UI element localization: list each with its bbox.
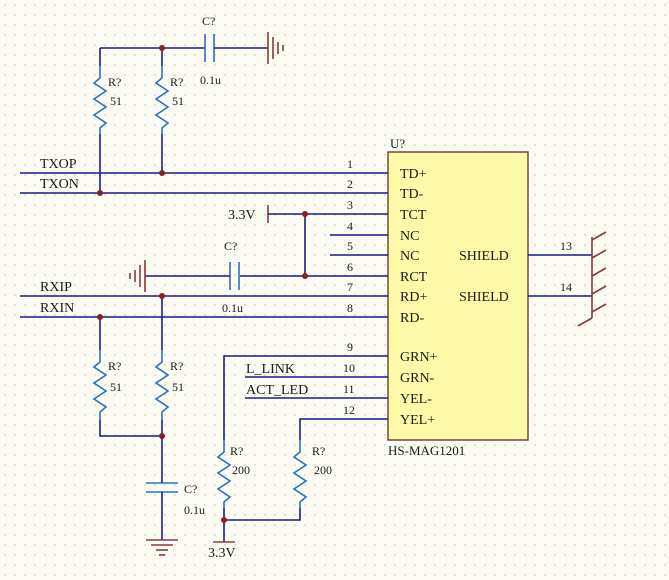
net-label-txon: TXON <box>40 177 79 192</box>
r-top-right-value: 51 <box>172 94 184 108</box>
chip-left-pins <box>330 172 388 420</box>
pin-10-number: 10 <box>343 361 355 375</box>
pin-4-number: 4 <box>347 219 353 233</box>
pin-5-number: 5 <box>347 239 353 253</box>
r-bot-right-ref: R? <box>170 359 183 373</box>
pin-4-name: NC <box>400 229 419 244</box>
resistor-bottom-left[interactable] <box>92 350 108 420</box>
pin-6-number: 6 <box>347 260 353 274</box>
pin-5-name: NC <box>400 249 419 264</box>
pin-7-number: 7 <box>347 280 353 294</box>
r-top-left-ref: R? <box>108 75 121 89</box>
pin-11-number: 11 <box>343 382 355 396</box>
resistor-bottom-right[interactable] <box>154 350 170 420</box>
pin-13-number: 13 <box>560 239 572 253</box>
pin-12-name: YEL+ <box>400 413 435 428</box>
transformer-chip-body[interactable] <box>387 151 529 441</box>
pin-3-number: 3 <box>347 198 353 212</box>
resistor-top-left[interactable] <box>92 66 108 134</box>
ground-icon-top <box>267 32 284 64</box>
chip-part-number: HS-MAG1201 <box>388 443 465 458</box>
pin-2-name: TD- <box>400 187 424 202</box>
r-led-left-ref: R? <box>230 444 243 458</box>
chassis-ground-icon <box>577 231 607 327</box>
c-mid-ref: C? <box>224 239 237 253</box>
pin-8-number: 8 <box>347 301 353 315</box>
pin-7-name: RD+ <box>400 290 427 305</box>
pin-10-name: GRN- <box>400 371 435 386</box>
net-label-rxin: RXIN <box>40 301 74 316</box>
pin-9-name: GRN+ <box>400 350 438 365</box>
r-top-right-ref: R? <box>170 75 183 89</box>
ground-icon-bottom <box>146 539 178 556</box>
ground-icon-mid <box>129 260 146 292</box>
pin-6-name: RCT <box>400 270 428 285</box>
supply-label-tct: 3.3V <box>228 208 256 223</box>
pin-2-number: 2 <box>347 177 353 191</box>
pin-13-name: SHIELD <box>459 249 509 264</box>
pin-14-name: SHIELD <box>459 290 509 305</box>
net-label-act-led: ACT_LED <box>246 383 308 398</box>
c-bottom-value: 0.1u <box>184 503 205 517</box>
c-top-value: 0.1u <box>200 73 221 87</box>
pin-1-number: 1 <box>347 157 353 171</box>
pin-3-name: TCT <box>400 208 427 223</box>
pin-12-number: 12 <box>343 403 355 417</box>
pin-11-name: YEL- <box>400 392 432 407</box>
r-bot-left-ref: R? <box>108 359 121 373</box>
net-label-txop: TXOP <box>40 157 77 172</box>
junction-dots <box>97 45 308 523</box>
resistor-top-right[interactable] <box>154 66 170 134</box>
c-top-ref: C? <box>202 14 215 28</box>
r-led-right-value: 200 <box>314 463 332 477</box>
pin-14-number: 14 <box>560 280 572 294</box>
chip-designator: U? <box>390 136 405 151</box>
c-bottom-ref: C? <box>184 482 197 496</box>
c-mid-value: 0.1u <box>222 301 243 315</box>
supply-label-bottom: 3.3V <box>208 546 236 561</box>
r-led-right-ref: R? <box>312 444 325 458</box>
r-led-left-value: 200 <box>232 463 250 477</box>
pin-8-name: RD- <box>400 311 424 326</box>
resistor-led-left[interactable] <box>216 440 232 508</box>
pin-1-name: TD+ <box>400 167 427 182</box>
resistor-led-right[interactable] <box>292 440 308 508</box>
net-label-l-link: L_LINK <box>246 362 295 377</box>
pin-9-number: 9 <box>347 340 353 354</box>
net-label-rxip: RXIP <box>40 280 72 295</box>
r-top-left-value: 51 <box>110 94 122 108</box>
r-bot-right-value: 51 <box>172 380 184 394</box>
r-bot-left-value: 51 <box>110 380 122 394</box>
